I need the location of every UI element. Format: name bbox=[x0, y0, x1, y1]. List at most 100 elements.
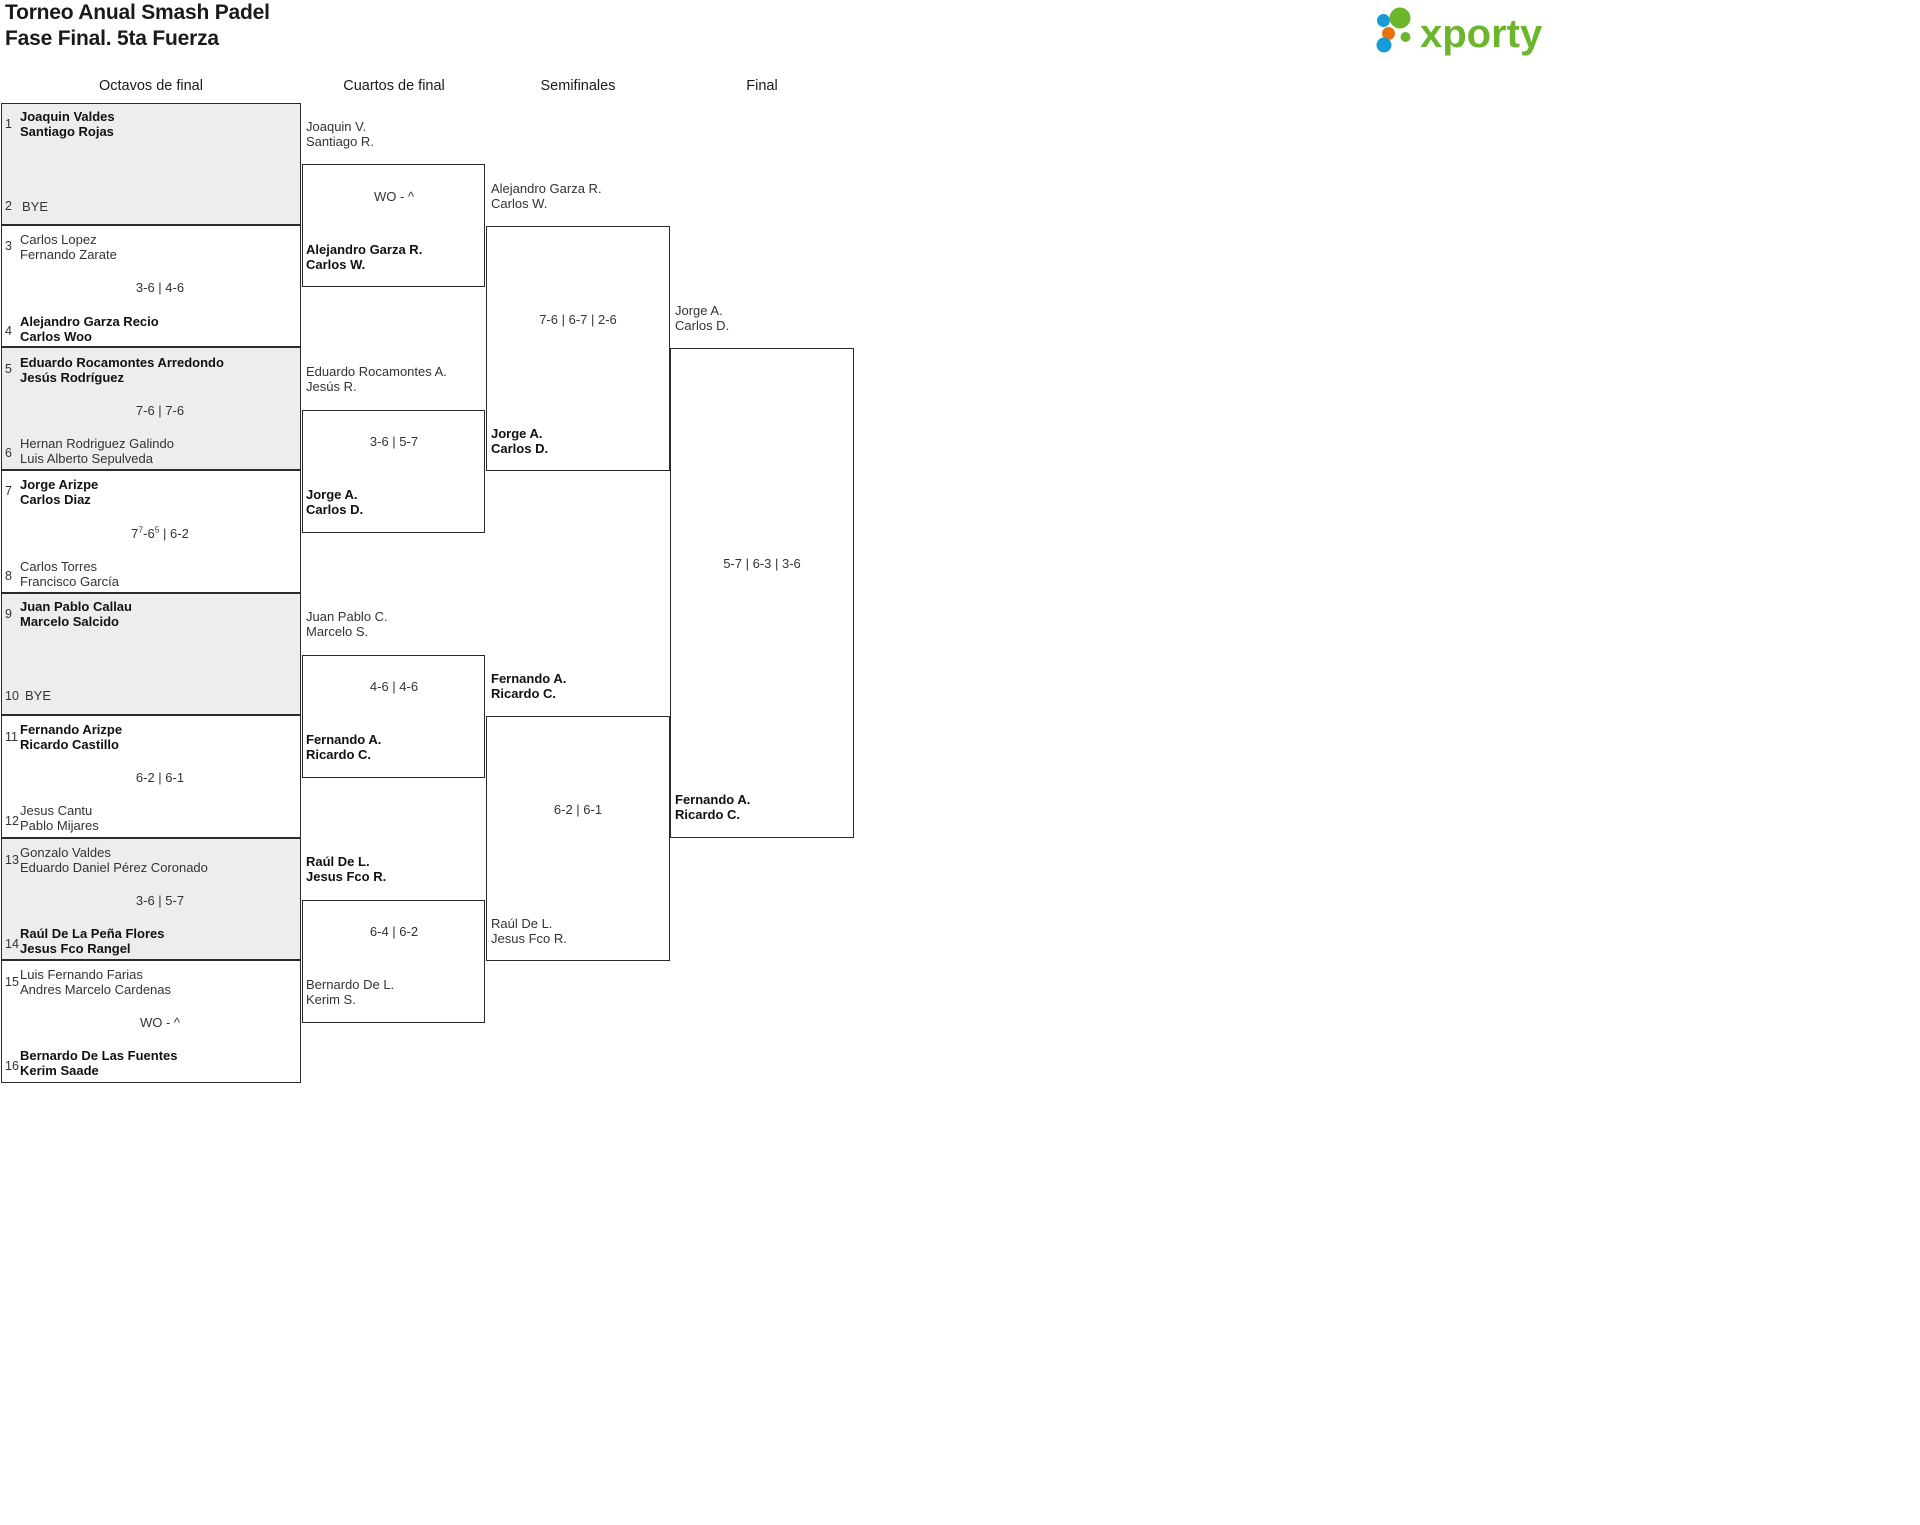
seed-number: 4 bbox=[5, 324, 12, 338]
r16-entry-11[interactable]: Fernando Arizpe Ricardo Castillo bbox=[20, 722, 122, 753]
sf-match-2[interactable] bbox=[486, 716, 670, 961]
r16-entry-3[interactable]: Carlos Lopez Fernando Zarate bbox=[20, 232, 117, 263]
final-entry-2-champion[interactable]: Fernando A. Ricardo C. bbox=[675, 792, 750, 823]
qf-entry-3[interactable]: Eduardo Rocamontes A. Jesús R. bbox=[306, 364, 447, 395]
r16-entry-9[interactable]: Juan Pablo Callau Marcelo Salcido bbox=[20, 599, 132, 630]
qf-entry-1[interactable]: Joaquin V. Santiago R. bbox=[306, 119, 374, 150]
player-name: Fernando Arizpe bbox=[20, 722, 123, 737]
r16-entry-1[interactable]: Joaquin Valdes Santiago Rojas bbox=[20, 109, 115, 140]
qf-score-3: 4-6 | 4-6 bbox=[369, 679, 419, 694]
player-name: Juan Pablo C. bbox=[306, 609, 388, 624]
qf-entry-8[interactable]: Bernardo De L. Kerim S. bbox=[306, 977, 394, 1008]
seed-number: 15 bbox=[5, 975, 19, 989]
player-name: Carlos Lopez bbox=[20, 232, 97, 247]
seed-number: 11 bbox=[5, 730, 18, 744]
qf-match-4[interactable] bbox=[302, 900, 485, 1023]
r16-entry-15[interactable]: Luis Fernando Farias Andres Marcelo Card… bbox=[20, 967, 171, 998]
player-name: Santiago R. bbox=[306, 134, 374, 150]
qf-score-1: WO - ^ bbox=[373, 189, 415, 204]
r16-entry-7[interactable]: Jorge Arizpe Carlos Diaz bbox=[20, 477, 98, 508]
player-name: Luis Alberto Sepulveda bbox=[20, 451, 153, 467]
player-name: Raúl De L. bbox=[491, 916, 553, 931]
round-header-sf: Semifinales bbox=[540, 78, 616, 94]
r16-match-8[interactable] bbox=[1, 960, 301, 1083]
seed-number: 2 bbox=[5, 199, 12, 213]
final-entry-1[interactable]: Jorge A. Carlos D. bbox=[675, 303, 729, 334]
r16-entry-4[interactable]: Alejandro Garza Recio Carlos Woo bbox=[20, 314, 159, 345]
player-name: Marcelo Salcido bbox=[20, 614, 119, 630]
r16-score-8: WO - ^ bbox=[139, 1015, 181, 1030]
qf-match-3[interactable] bbox=[302, 655, 485, 778]
r16-score-2: 3-6 | 4-6 bbox=[135, 280, 185, 295]
player-name: Fernando A. bbox=[675, 792, 751, 807]
player-name: Joaquin V. bbox=[306, 119, 367, 134]
player-name: Jesus Cantu bbox=[20, 803, 93, 818]
sf-entry-1[interactable]: Alejandro Garza R. Carlos W. bbox=[491, 181, 602, 212]
r16-score-7: 3-6 | 5-7 bbox=[135, 893, 185, 908]
player-name: Eduardo Rocamontes Arredondo bbox=[20, 355, 224, 370]
player-name: Juan Pablo Callau bbox=[20, 599, 132, 614]
player-name: Ricardo Castillo bbox=[20, 737, 119, 753]
seed-number: 14 bbox=[5, 937, 19, 951]
seed-number: 1 bbox=[5, 117, 12, 131]
player-name: Ricardo C. bbox=[675, 807, 741, 823]
qf-match-1[interactable] bbox=[302, 164, 485, 287]
seed-number: 16 bbox=[5, 1059, 19, 1073]
final-match[interactable] bbox=[670, 348, 854, 838]
player-name: Alejandro Garza R. bbox=[491, 181, 602, 196]
sf-entry-4[interactable]: Raúl De L. Jesus Fco R. bbox=[491, 916, 567, 947]
sf-entry-3[interactable]: Fernando A. Ricardo C. bbox=[491, 671, 566, 702]
round-header-r16: Octavos de final bbox=[99, 78, 203, 94]
r16-entry-14[interactable]: Raúl De La Peña Flores Jesus Fco Rangel bbox=[20, 926, 165, 957]
r16-match-4[interactable] bbox=[1, 470, 301, 593]
sf-match-1[interactable] bbox=[486, 226, 670, 471]
r16-match-1[interactable] bbox=[1, 103, 301, 225]
sf-score-2: 6-2 | 6-1 bbox=[553, 802, 603, 817]
qf-match-2[interactable] bbox=[302, 410, 485, 533]
r16-entry-6[interactable]: Hernan Rodriguez Galindo Luis Alberto Se… bbox=[20, 436, 174, 467]
player-name: Alejandro Garza R. bbox=[306, 242, 423, 257]
player-name: Fernando A. bbox=[491, 671, 567, 686]
seed-number: 6 bbox=[5, 446, 12, 460]
player-name: Carlos Woo bbox=[20, 329, 92, 345]
r16-match-3[interactable] bbox=[1, 347, 301, 470]
page-title: Torneo Anual Smash Padel Fase Final. 5ta… bbox=[5, 0, 270, 52]
qf-entry-5[interactable]: Juan Pablo C. Marcelo S. bbox=[306, 609, 388, 640]
r16-match-7[interactable] bbox=[1, 838, 301, 960]
player-name: Carlos Diaz bbox=[20, 492, 91, 508]
r16-match-2[interactable] bbox=[1, 225, 301, 347]
r16-match-6[interactable] bbox=[1, 715, 301, 838]
qf-entry-2[interactable]: Alejandro Garza R. Carlos W. bbox=[306, 242, 422, 273]
player-name: Andres Marcelo Cardenas bbox=[20, 982, 172, 998]
seed-number: 9 bbox=[5, 607, 12, 621]
r16-score-4: 77-65 | 6-2 bbox=[131, 524, 189, 541]
player-name: Luis Fernando Farias bbox=[20, 967, 143, 982]
r16-match-5[interactable] bbox=[1, 593, 301, 715]
seed-number: 5 bbox=[5, 362, 12, 376]
player-name: Jesús R. bbox=[306, 379, 357, 395]
player-name: Ricardo C. bbox=[306, 747, 372, 763]
qf-entry-6[interactable]: Fernando A. Ricardo C. bbox=[306, 732, 381, 763]
player-name: Kerim S. bbox=[306, 992, 356, 1008]
r16-entry-12[interactable]: Jesus Cantu Pablo Mijares bbox=[20, 803, 99, 834]
sf-entry-2[interactable]: Jorge A. Carlos D. bbox=[491, 426, 548, 457]
player-name: Pablo Mijares bbox=[20, 818, 99, 834]
player-name: Hernan Rodriguez Galindo bbox=[20, 436, 174, 451]
sf-score-1: 7-6 | 6-7 | 2-6 bbox=[539, 312, 617, 327]
r16-entry-2-bye: BYE bbox=[22, 199, 49, 214]
player-name: Alejandro Garza Recio bbox=[20, 314, 159, 329]
player-name: Bernardo De L. bbox=[306, 977, 395, 992]
qf-entry-4[interactable]: Jorge A. Carlos D. bbox=[306, 487, 363, 518]
player-name: Bernardo De Las Fuentes bbox=[20, 1048, 178, 1063]
r16-entry-10-bye: BYE bbox=[25, 688, 52, 703]
player-name: Fernando Zarate bbox=[20, 247, 117, 263]
qf-entry-7[interactable]: Raúl De L. Jesus Fco R. bbox=[306, 854, 386, 885]
r16-entry-13[interactable]: Gonzalo Valdes Eduardo Daniel Pérez Coro… bbox=[20, 845, 208, 876]
r16-entry-5[interactable]: Eduardo Rocamontes Arredondo Jesús Rodrí… bbox=[20, 355, 224, 386]
r16-entry-8[interactable]: Carlos Torres Francisco García bbox=[20, 559, 119, 590]
r16-score-6: 6-2 | 6-1 bbox=[135, 770, 185, 785]
player-name: Santiago Rojas bbox=[20, 124, 114, 140]
player-name: Jesus Fco Rangel bbox=[20, 941, 131, 957]
title-line-1: Torneo Anual Smash Padel bbox=[5, 1, 270, 24]
r16-entry-16[interactable]: Bernardo De Las Fuentes Kerim Saade bbox=[20, 1048, 178, 1079]
